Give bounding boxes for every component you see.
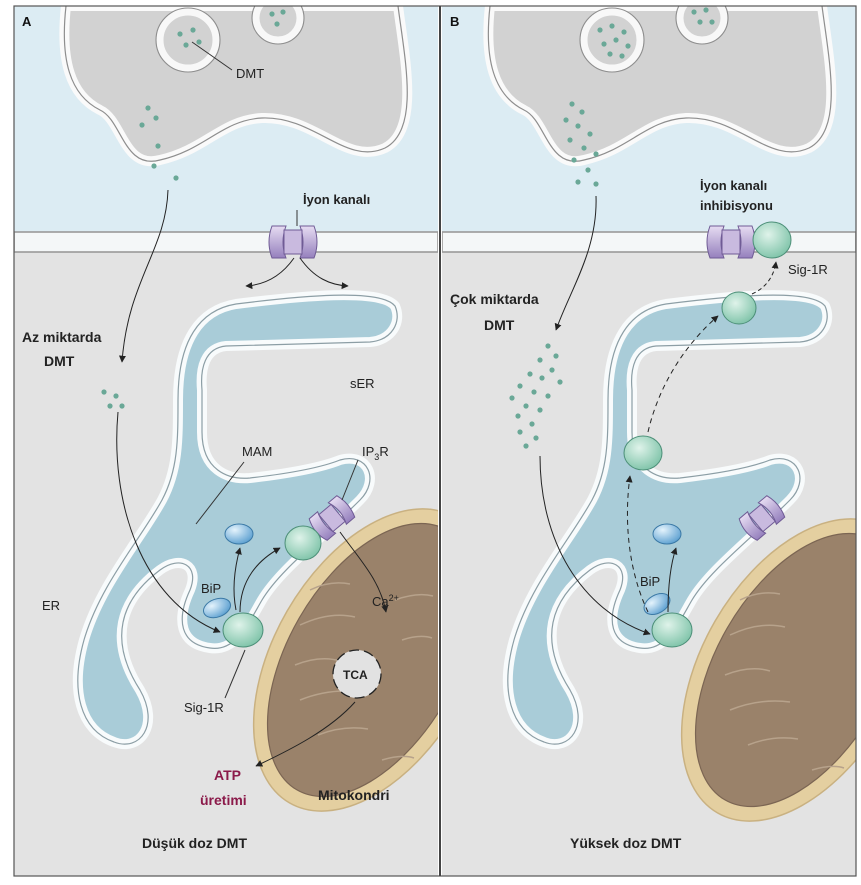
ion-channel-inhibited (707, 226, 755, 258)
bip-protein (653, 524, 681, 544)
panel-b-caption: Yüksek doz DMT (570, 835, 682, 851)
bip-protein (225, 524, 253, 544)
panel-b-letter: B (450, 14, 459, 29)
bip-label: BiP (640, 574, 660, 589)
mitochondrion-label: Mitokondri (318, 787, 390, 803)
ser-label: sER (350, 376, 375, 391)
sig1r-protein (285, 526, 321, 560)
sig1r-protein (753, 222, 791, 258)
atp-label: ATP (214, 767, 241, 783)
panel-a-caption: Düşük doz DMT (142, 835, 247, 851)
sig1r-protein (223, 613, 263, 647)
low-dose-label-line1: Az miktarda (22, 329, 102, 345)
sig1r-label: Sig-1R (184, 700, 224, 715)
ion-inhibition-label-line1: İyon kanalı (700, 178, 767, 193)
dmt-label: DMT (236, 66, 264, 81)
tca-label: TCA (343, 668, 368, 682)
ion-channel (269, 226, 317, 258)
synaptic-vesicle (584, 12, 640, 68)
sig1r-protein (722, 292, 756, 324)
er-label: ER (42, 598, 60, 613)
high-dose-label-line2: DMT (484, 317, 515, 333)
panel-b: İyon kanalı inhibisyonu Sig-1R BiP (442, 0, 861, 876)
bip-label: BiP (201, 581, 221, 596)
ion-channel-label: İyon kanalı (303, 192, 370, 207)
high-dose-label-line1: Çok miktarda (450, 291, 539, 307)
mam-label: MAM (242, 444, 272, 459)
low-dose-label-line2: DMT (44, 353, 75, 369)
synaptic-vesicle (160, 12, 216, 68)
sig1r-protein (652, 613, 692, 647)
panel-a-letter: A (22, 14, 32, 29)
plasma-membrane (14, 232, 438, 252)
sig1r-protein (624, 436, 662, 470)
atp-production-label: üretimi (200, 792, 247, 808)
ion-inhibition-label-line2: inhibisyonu (700, 198, 773, 213)
sig1r-membrane-label: Sig-1R (788, 262, 828, 277)
plasma-membrane (442, 232, 856, 252)
